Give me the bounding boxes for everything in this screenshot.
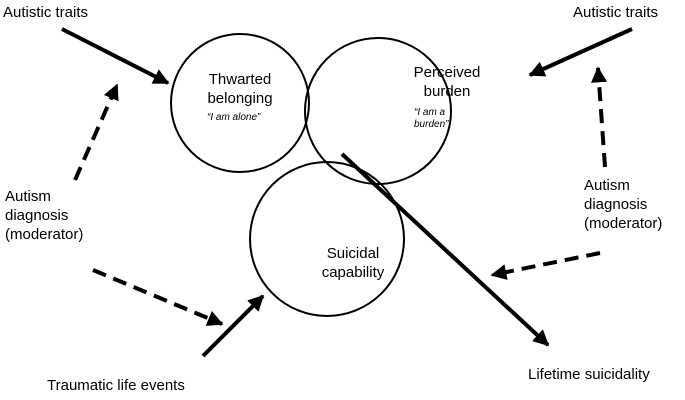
right-autistic-traits-label: Autistic traits [573,4,659,21]
left-diagnosis-line3: (moderator) [5,226,84,243]
perceived-burden-label: Perceived burden [402,63,492,101]
perceived-burden-line1: Perceived [413,64,481,81]
perceived-burden-quote: “I am a burden” [414,107,448,131]
right-diagnosis-line1: Autism [584,177,630,194]
dashed-arrow-left-diagnosis-down [92,268,224,326]
right-autism-diagnosis-label: Autism diagnosis (moderator) [584,176,662,233]
right-diagnosis-line2: diagnosis [584,196,648,213]
left-diagnosis-line2: diagnosis [5,207,69,224]
suicidal-capability-label: Suicidal capability [308,244,398,282]
dashed-arrow-right-diagnosis-up [591,66,607,168]
left-diagnosis-line1: Autism [5,188,51,205]
perceived-burden-line2: burden [423,83,471,100]
left-autism-diagnosis-label: Autism diagnosis (moderator) [5,187,83,244]
thwarted-belonging-line2: belonging [207,90,273,107]
arrow-trauma-to-capability [201,294,265,358]
right-diagnosis-line3: (moderator) [584,215,663,232]
arrow-right-traits-to-burden [528,27,633,77]
left-autistic-traits-label: Autistic traits [3,4,89,21]
lifetime-suicidality-label: Lifetime suicidality [528,366,650,383]
arrow-left-traits-to-belonging [61,27,170,85]
perceived-burden-quote-line1: “I am a [414,107,446,118]
dashed-arrow-left-diagnosis-up [73,83,119,181]
suicidal-capability-line2: capability [321,264,385,281]
thwarted-belonging-circle [170,33,310,173]
thwarted-belonging-line1: Thwarted [208,71,272,88]
suicidal-capability-line1: Suicidal [326,245,380,262]
thwarted-belonging-label: Thwarted belonging [195,70,285,108]
traumatic-life-events-label: Traumatic life events [47,377,185,394]
dashed-arrow-right-diagnosis-left [490,251,601,280]
thwarted-belonging-quote: “I am alone” [207,112,261,123]
perceived-burden-circle [304,37,452,185]
arrow-intersection-to-suicidality [340,152,550,347]
suicidal-capability-circle [249,161,405,317]
perceived-burden-quote-line2: burden” [414,119,449,130]
